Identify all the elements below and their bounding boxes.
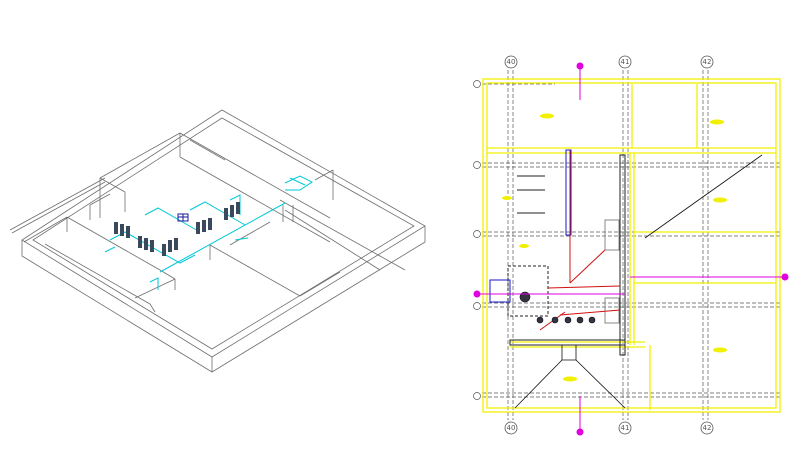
ramp-lines — [514, 154, 763, 409]
isometric-view — [9, 109, 426, 373]
section-markers — [473, 62, 789, 436]
iso-pump-equipment — [114, 202, 240, 256]
grid-lines — [482, 70, 780, 420]
grid-label-41-bottom: 41 — [621, 424, 630, 432]
iso-valve-cluster — [177, 213, 189, 222]
iso-partition — [179, 132, 331, 219]
grid-label-40-bottom: 40 — [507, 424, 516, 432]
room-tags — [502, 113, 727, 382]
column-bubbles-bottom: 40 41 42 — [504, 421, 714, 435]
partitions — [482, 78, 781, 413]
grid-label-40-top: 40 — [507, 58, 516, 66]
iso-piping — [104, 175, 313, 290]
iso-inner-wall — [32, 117, 415, 350]
mech-room — [489, 149, 626, 356]
grid-label-42-bottom: 42 — [703, 424, 712, 432]
row-bubbles — [473, 80, 481, 400]
floor-plan: 40 41 42 40 41 42 — [473, 55, 789, 436]
column-bubbles-top: 40 41 42 — [504, 55, 714, 69]
section-marker-top — [576, 62, 584, 70]
iso-outer-wall — [21, 109, 426, 358]
iso-main-pipe — [159, 202, 286, 273]
section-marker-bottom — [576, 428, 584, 436]
grid-label-41-top: 41 — [621, 58, 630, 66]
building-outline — [482, 78, 781, 413]
equipment — [519, 291, 596, 324]
grid-label-42-top: 42 — [703, 58, 712, 66]
